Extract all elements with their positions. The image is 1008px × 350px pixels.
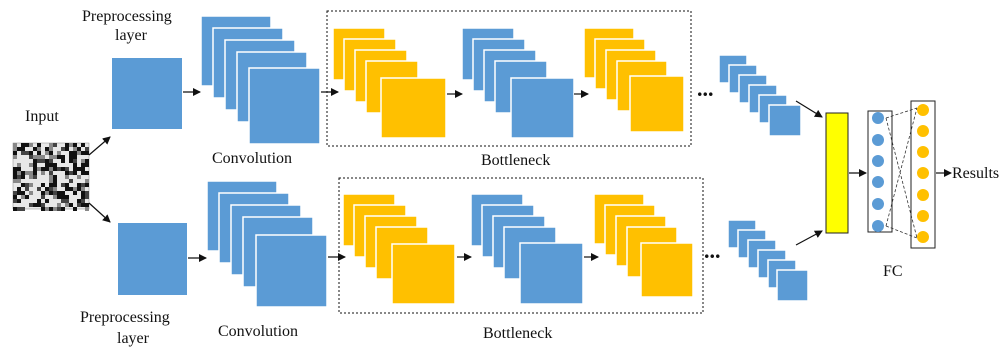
bottleneck-top-stack-2 xyxy=(461,27,575,139)
arrow-input-bottom xyxy=(88,202,111,223)
results-label: Results xyxy=(952,165,999,182)
arrow-to-concat-bottom xyxy=(795,230,823,246)
bottleneck-top-stack-1 xyxy=(332,27,447,139)
bottleneck-box-bottom xyxy=(338,177,704,314)
preprocessing-top-label-line2: layer xyxy=(115,27,148,44)
convolution-stack-bottom xyxy=(206,180,328,308)
ellipsis-top: ... xyxy=(697,76,714,101)
preprocessing-top-label-line1: Preprocessing xyxy=(82,8,172,25)
preprocessing-bottom-label-line2: layer xyxy=(117,330,150,347)
input-image xyxy=(12,142,90,211)
concatenation-layer xyxy=(825,112,849,234)
bottleneck-top-label: Bottleneck xyxy=(481,152,550,169)
convolution-stack-top xyxy=(200,15,321,145)
fc-layer xyxy=(867,100,936,249)
bottleneck-box-top xyxy=(326,10,692,147)
preprocessing-block-bottom xyxy=(118,223,187,295)
bottleneck-bottom-stack-1 xyxy=(342,193,456,305)
arrow-input-top xyxy=(88,136,111,156)
bottleneck-bottom-label: Bottleneck xyxy=(483,325,552,342)
convolution-bottom-label: Convolution xyxy=(218,323,298,340)
convolution-top-label: Convolution xyxy=(212,150,292,167)
ellipsis-bottom: ... xyxy=(704,238,721,263)
bottleneck-top-stack-3 xyxy=(583,27,685,133)
bottleneck-bottom-stack-3 xyxy=(593,193,694,298)
arrow-to-concat-top xyxy=(795,100,823,118)
fc-label: FC xyxy=(883,263,903,280)
small-stack-bottom xyxy=(727,219,809,302)
preprocessing-block-top xyxy=(112,58,182,129)
preprocessing-bottom-label-line1: Preprocessing xyxy=(80,309,170,326)
bottleneck-bottom-stack-2 xyxy=(470,193,584,305)
input-label: Input xyxy=(25,108,59,125)
small-stack-top xyxy=(718,54,802,137)
